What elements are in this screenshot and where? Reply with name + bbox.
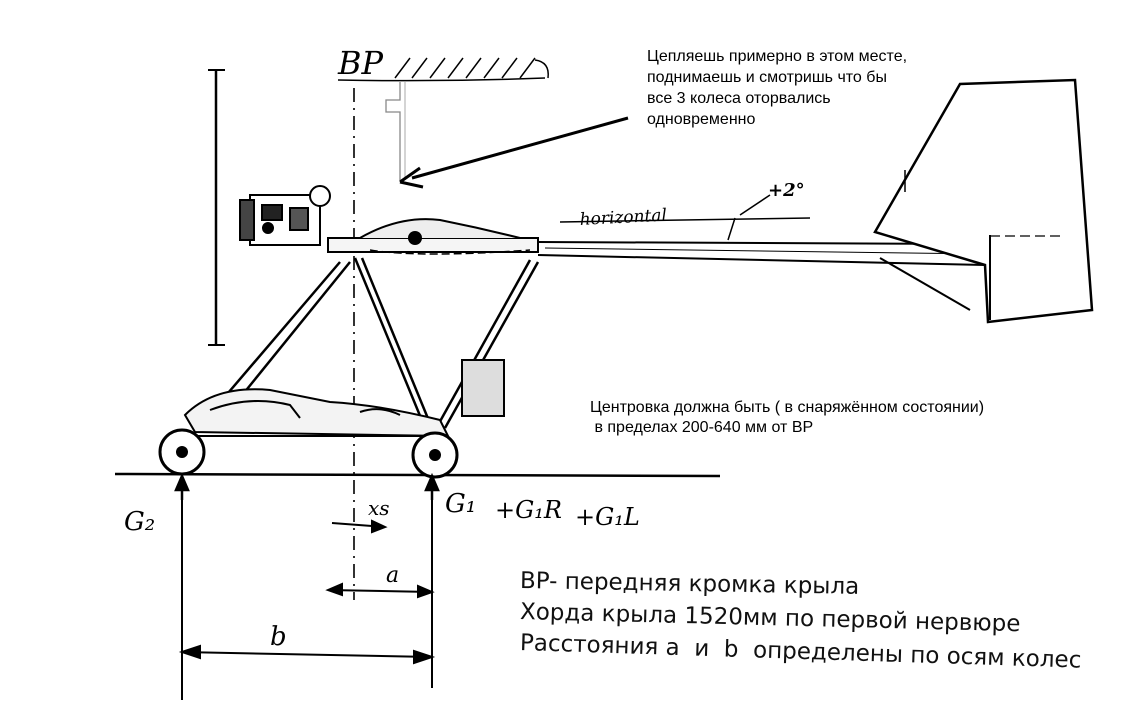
cg-range-note: Центровка должна быть ( в снаряжённом со…: [590, 398, 984, 438]
pivot-point: [408, 231, 422, 245]
horizontal-reference-line: [559, 217, 811, 223]
cg-note-line: в пределах 200-640 мм от BP: [590, 419, 814, 436]
hook-note-line: все 3 колеса оторвались: [647, 90, 831, 107]
a-label: a: [386, 563, 399, 588]
cart-body: [183, 388, 450, 438]
g2-label: G₂: [124, 507, 155, 537]
cg-note-line: Центровка должна быть ( в снаряжённом со…: [590, 399, 985, 416]
hook-pointer-arrow: [399, 116, 629, 189]
b-dimension: [178, 644, 436, 665]
g1l-label: +G₁L: [575, 503, 640, 531]
hook-note-line: поднимаешь и смотришь что бы: [647, 69, 887, 86]
main-wheel: [411, 431, 459, 479]
fuel-tank: [461, 359, 505, 417]
bp-ceiling-hatch: [337, 57, 549, 180]
hook-note-line: одновременно: [647, 111, 756, 128]
wing-center-fairing: [359, 218, 521, 239]
hook-instruction-note: Цепляешь примерно в этом месте, поднимае…: [647, 46, 907, 130]
a-dimension: [325, 582, 435, 599]
engine: [239, 185, 331, 246]
xs-label: xs: [368, 496, 390, 520]
horizontal-label: horizontal: [579, 205, 667, 230]
rear-wheel: [158, 428, 206, 476]
xs-dimension: [331, 519, 388, 534]
b-label: b: [270, 622, 287, 652]
g1-force-arrow: [424, 472, 440, 500]
hook-note-line: Цепляешь примерно в этом месте,: [647, 48, 908, 65]
tail-fin: [873, 78, 1094, 324]
g1-label: G₁: [445, 489, 476, 519]
bp-label: BP: [337, 44, 384, 82]
ground-line: [114, 472, 721, 478]
g1r-label: +G₁R: [495, 496, 562, 524]
legend-caption: BP- передняя кромка крыла Хорда крыла 15…: [520, 566, 1082, 674]
angle-label: +2°: [768, 180, 805, 201]
g2-force-arrow: [174, 472, 190, 500]
